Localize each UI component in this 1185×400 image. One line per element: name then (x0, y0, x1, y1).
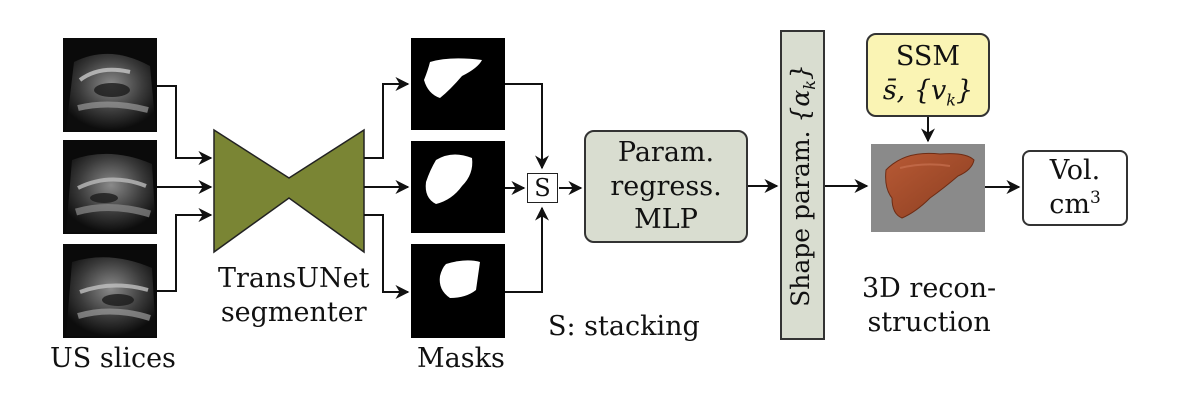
us-slice-3 (63, 244, 157, 338)
shape-param-label: Shape param. {αk} (786, 63, 819, 307)
mask-1 (411, 38, 505, 130)
segmenter-label-line1: TransUNet (218, 263, 370, 294)
ssm-title: SSM (895, 40, 961, 72)
mask-2 (411, 141, 505, 233)
arrow-segmenter-to-mask1 (364, 77, 410, 159)
segmenter-label: TransUNet segmenter (218, 262, 369, 330)
us-slice-2 (63, 140, 157, 234)
ssm-formula: s̄, {vk} (882, 74, 974, 110)
recon-label: 3D recon- struction (862, 272, 996, 340)
arrow-slice3-to-segmenter (157, 208, 213, 292)
mask-3 (411, 244, 505, 338)
mlp-line2: regress. (610, 170, 722, 202)
arrow-mask3-to-stacking (505, 206, 549, 293)
recon-label-line2: struction (867, 306, 991, 338)
recon-label-line1: 3D recon- (862, 273, 997, 304)
mlp-box: Param. regress. MLP (584, 130, 748, 243)
mlp-line3: MLP (634, 204, 698, 236)
masks-label: Masks (417, 343, 505, 374)
ssm-box: SSM s̄, {vk} (866, 33, 990, 117)
mlp-line1: Param. (617, 136, 715, 168)
liver-render (871, 144, 985, 232)
segmenter-shape (213, 128, 365, 254)
arrow-mask1-to-stacking (505, 83, 549, 170)
arrow-segmenter-to-mask3 (364, 214, 410, 299)
stacking-legend: S: stacking (548, 311, 700, 342)
shape-param-symbol: {αk} (786, 63, 819, 123)
us-slices-label: US slices (50, 343, 176, 374)
volume-line1: Vol. (1049, 155, 1101, 187)
shape-param-box: Shape param. {αk} (780, 30, 825, 340)
us-slice-1 (63, 38, 157, 132)
volume-line2: cm3 (1049, 188, 1101, 220)
volume-box: Vol. cm3 (1022, 150, 1128, 226)
stacking-node: S (527, 173, 558, 203)
segmenter-label-line2: segmenter (220, 296, 367, 328)
arrow-slice1-to-segmenter (157, 85, 213, 165)
